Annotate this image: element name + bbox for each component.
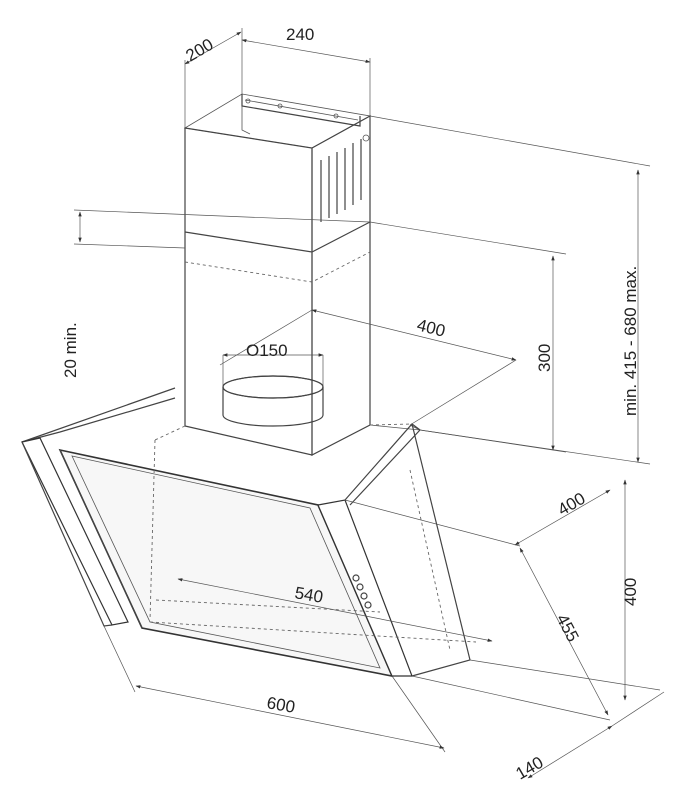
dim-overlap-min: 20 min.: [61, 322, 80, 378]
hood-body: [21, 387, 477, 678]
dimension-lines: [73, 28, 665, 779]
duct-collar: [222, 375, 324, 427]
dim-chimney-section-depth: 400: [415, 315, 447, 340]
dim-glass-slant: 455: [552, 611, 582, 645]
dim-chimney-section-height: 300: [535, 344, 554, 372]
dim-chimney-width: 240: [286, 25, 314, 44]
chimney: [183, 93, 372, 456]
dim-chimney-height-range: min. 415 - 680 max.: [621, 266, 640, 416]
dim-bottom-depth: 140: [513, 753, 547, 784]
dim-filter-width: 540: [293, 583, 324, 607]
dim-hood-height: 400: [621, 578, 640, 606]
dim-chimney-depth: 200: [183, 35, 217, 66]
dim-hood-depth: 400: [555, 489, 589, 520]
dim-hood-width: 600: [265, 693, 296, 717]
dim-duct-diameter: O150: [246, 341, 288, 360]
